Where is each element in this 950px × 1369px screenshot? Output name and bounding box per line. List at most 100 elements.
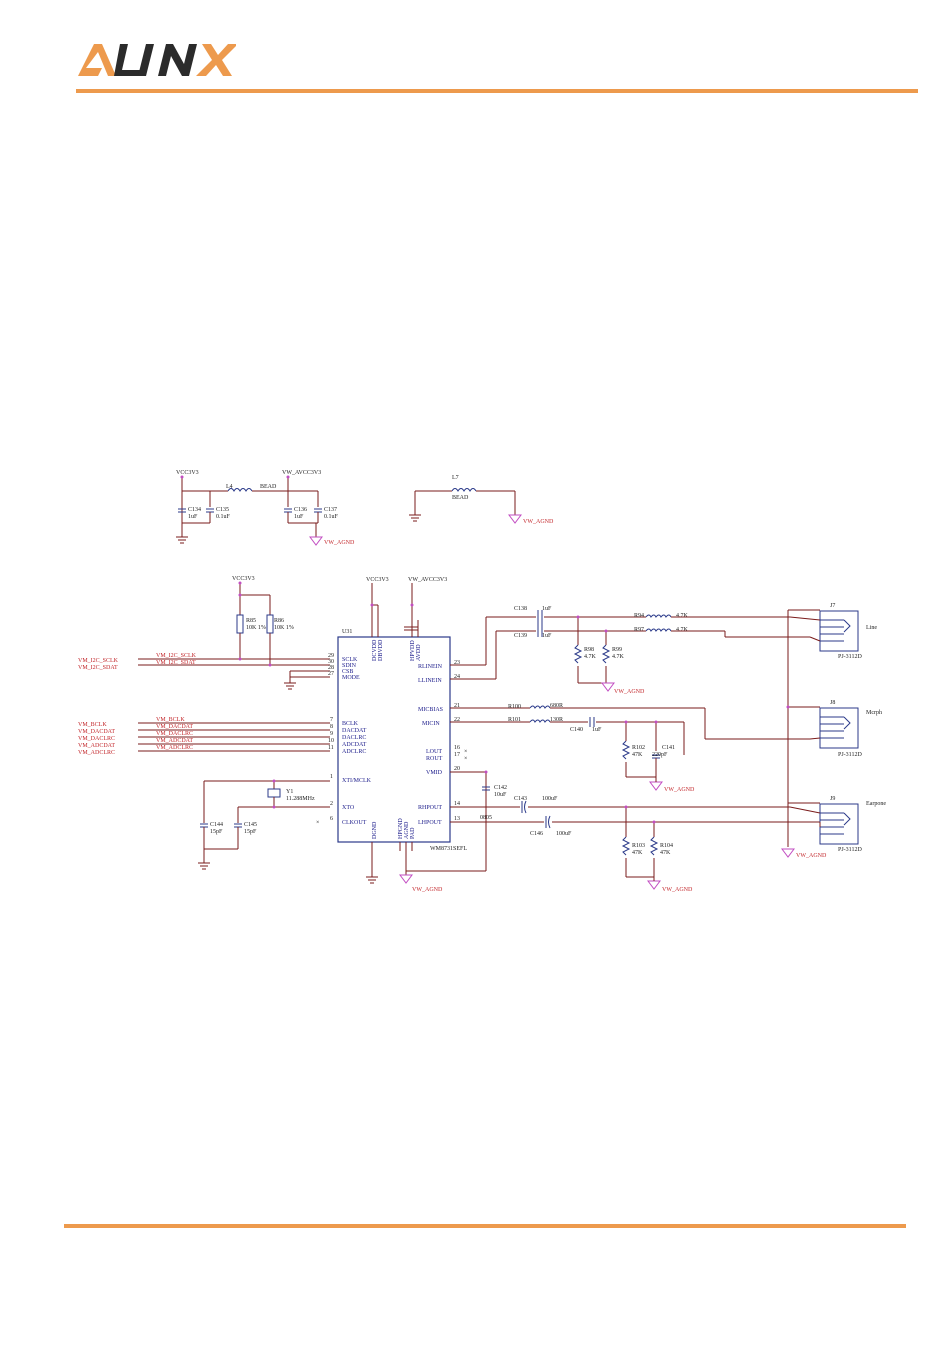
r104-ref: R104 xyxy=(660,843,673,849)
svg-text:6: 6 xyxy=(330,816,333,822)
net-dacdat: VM_DACDAT xyxy=(156,724,193,730)
l7-ref: L7 xyxy=(452,475,459,481)
svg-text:HPVDD: HPVDD xyxy=(410,640,416,661)
r85-value: 10K 1% xyxy=(246,625,266,631)
c146-value: 100uF xyxy=(556,831,572,837)
svg-text:XTI/MCLK: XTI/MCLK xyxy=(342,778,372,784)
r94-value: 4.7K xyxy=(676,613,689,619)
c136-ref: C136 xyxy=(294,507,307,513)
agnd-label-5: VW_AGND xyxy=(664,787,695,793)
svg-text:9: 9 xyxy=(330,731,333,737)
svg-text:10: 10 xyxy=(328,738,334,744)
svg-text:DACLRC: DACLRC xyxy=(342,735,366,741)
net-daclrc: VM_DACLRC xyxy=(156,731,193,737)
svg-text:1: 1 xyxy=(330,774,333,780)
agnd-bead: L7 BEAD VW_AGND xyxy=(409,475,554,525)
net-bclk: VM_BCLK xyxy=(156,717,185,723)
svg-text:CSB: CSB xyxy=(342,669,353,675)
svg-text:PJ-3112D: PJ-3112D xyxy=(838,847,862,853)
svg-text:17: 17 xyxy=(454,752,460,758)
r103-value: 47K xyxy=(632,850,643,856)
port-i2c-sdat: VM_I2C_SDAT xyxy=(78,665,118,671)
port-adclrc: VM_ADCLRC xyxy=(78,750,115,756)
r102-value: 47K xyxy=(632,752,643,758)
hp-package: 0805 xyxy=(480,815,492,821)
net-vcc3v3-3: VCC3V3 xyxy=(366,577,389,583)
svg-text:AVDD: AVDD xyxy=(416,644,422,661)
r100-value: 680R xyxy=(550,703,563,709)
svg-text:Line: Line xyxy=(866,625,877,631)
svg-text:14: 14 xyxy=(454,801,460,807)
c141-ref: C141 xyxy=(662,745,675,751)
net-vcc3v3-label: VCC3V3 xyxy=(176,470,199,476)
c141-value: 220pF xyxy=(652,752,668,758)
r98-value: 4.7K xyxy=(584,654,597,660)
l4-ref: L4 xyxy=(226,484,233,490)
c143-value: 100uF xyxy=(542,796,558,802)
header-rule xyxy=(76,89,918,93)
svg-text:2: 2 xyxy=(330,801,333,807)
c144-ref: C144 xyxy=(210,822,223,828)
svg-text:×: × xyxy=(316,820,319,826)
r103-ref: R103 xyxy=(632,843,645,849)
c135-value: 0.1uF xyxy=(216,514,231,520)
c142-value: 10uF xyxy=(494,792,507,798)
line-in-circuit: C138 1uF C139 1uF R94 4.7K R97 4.7K R98 … xyxy=(450,606,810,695)
svg-text:SCLK: SCLK xyxy=(342,657,358,663)
svg-text:Mcrph: Mcrph xyxy=(866,710,882,716)
c136-value: 1uF xyxy=(294,514,304,520)
svg-text:11: 11 xyxy=(328,745,334,751)
svg-text:DCVDD: DCVDD xyxy=(372,639,378,661)
agnd-label-4: VW_AGND xyxy=(614,689,645,695)
c139-ref: C139 xyxy=(514,633,527,639)
c138-ref: C138 xyxy=(514,606,527,612)
port-i2c-sclk: VM_I2C_SCLK xyxy=(78,658,119,664)
r86-ref: R86 xyxy=(274,618,284,624)
svg-text:Earpone: Earpone xyxy=(866,801,886,807)
codec-part: WM8731SEFL xyxy=(430,846,467,852)
agnd-label-7: VW_AGND xyxy=(796,853,827,859)
svg-text:27: 27 xyxy=(328,671,334,677)
agnd-label-1: VW_AGND xyxy=(324,540,355,546)
net-avcc-label: VW_AVCC3V3 xyxy=(282,470,321,476)
svg-text:LHPOUT: LHPOUT xyxy=(418,820,442,826)
svg-text:21: 21 xyxy=(454,703,460,709)
svg-text:HPGND: HPGND xyxy=(398,818,404,839)
c145-value: 15pF xyxy=(244,829,257,835)
svg-text:J9: J9 xyxy=(830,796,835,802)
svg-text:13: 13 xyxy=(454,816,460,822)
svg-text:SDIN: SDIN xyxy=(342,663,357,669)
headphone-circuit: C142 10uF 0805 C143 100uF C146 100uF R10… xyxy=(406,771,820,893)
r101-value: 130R xyxy=(550,717,563,723)
agnd-label-6: VW_AGND xyxy=(662,887,693,893)
svg-text:16: 16 xyxy=(454,745,460,751)
r97-value: 4.7K xyxy=(676,627,689,633)
svg-text:28: 28 xyxy=(328,665,334,671)
y1-ref: Y1 xyxy=(286,789,293,795)
r99-value: 4.7K xyxy=(612,654,625,660)
port-adcdat: VM_ADCDAT xyxy=(78,743,115,749)
svg-text:LOUT: LOUT xyxy=(426,749,442,755)
svg-text:AGND: AGND xyxy=(404,821,410,839)
svg-text:DGND: DGND xyxy=(372,821,378,839)
svg-text:RLINEIN: RLINEIN xyxy=(418,664,443,670)
codec-schematic: VCC3V3 L4 BEAD VW_AVCC3V3 C134 1uF C135 … xyxy=(78,470,886,893)
r94-ref: R94 xyxy=(634,613,644,619)
avcc-filter: VCC3V3 L4 BEAD VW_AVCC3V3 C134 1uF C135 … xyxy=(176,470,355,546)
c143-ref: C143 xyxy=(514,796,527,802)
mic-circuit: R100 680R R101 130R C140 1uF R102 47K C1… xyxy=(450,703,810,793)
audio-jacks: VW_AGND J7 Line PJ-3112D J8 Mcrph PJ-311 xyxy=(781,603,886,859)
svg-text:×: × xyxy=(464,756,467,762)
footer-rule xyxy=(64,1224,906,1228)
r86-value: 10K 1% xyxy=(274,625,294,631)
svg-text:XTO: XTO xyxy=(342,805,355,811)
i2c-pullups: VCC3V3 R85 10K 1% R86 10K 1% xyxy=(232,576,294,665)
net-i2c-sclk: VM_I2C_SCLK xyxy=(156,653,197,659)
c142-ref: C142 xyxy=(494,785,507,791)
r100-ref: R100 xyxy=(508,704,521,710)
svg-text:ADCLRC: ADCLRC xyxy=(342,749,366,755)
c134-value: 1uF xyxy=(188,514,198,520)
c137-value: 0.1uF xyxy=(324,514,339,520)
y1-value: 11.288MHz xyxy=(286,796,315,802)
svg-text:29: 29 xyxy=(328,653,334,659)
